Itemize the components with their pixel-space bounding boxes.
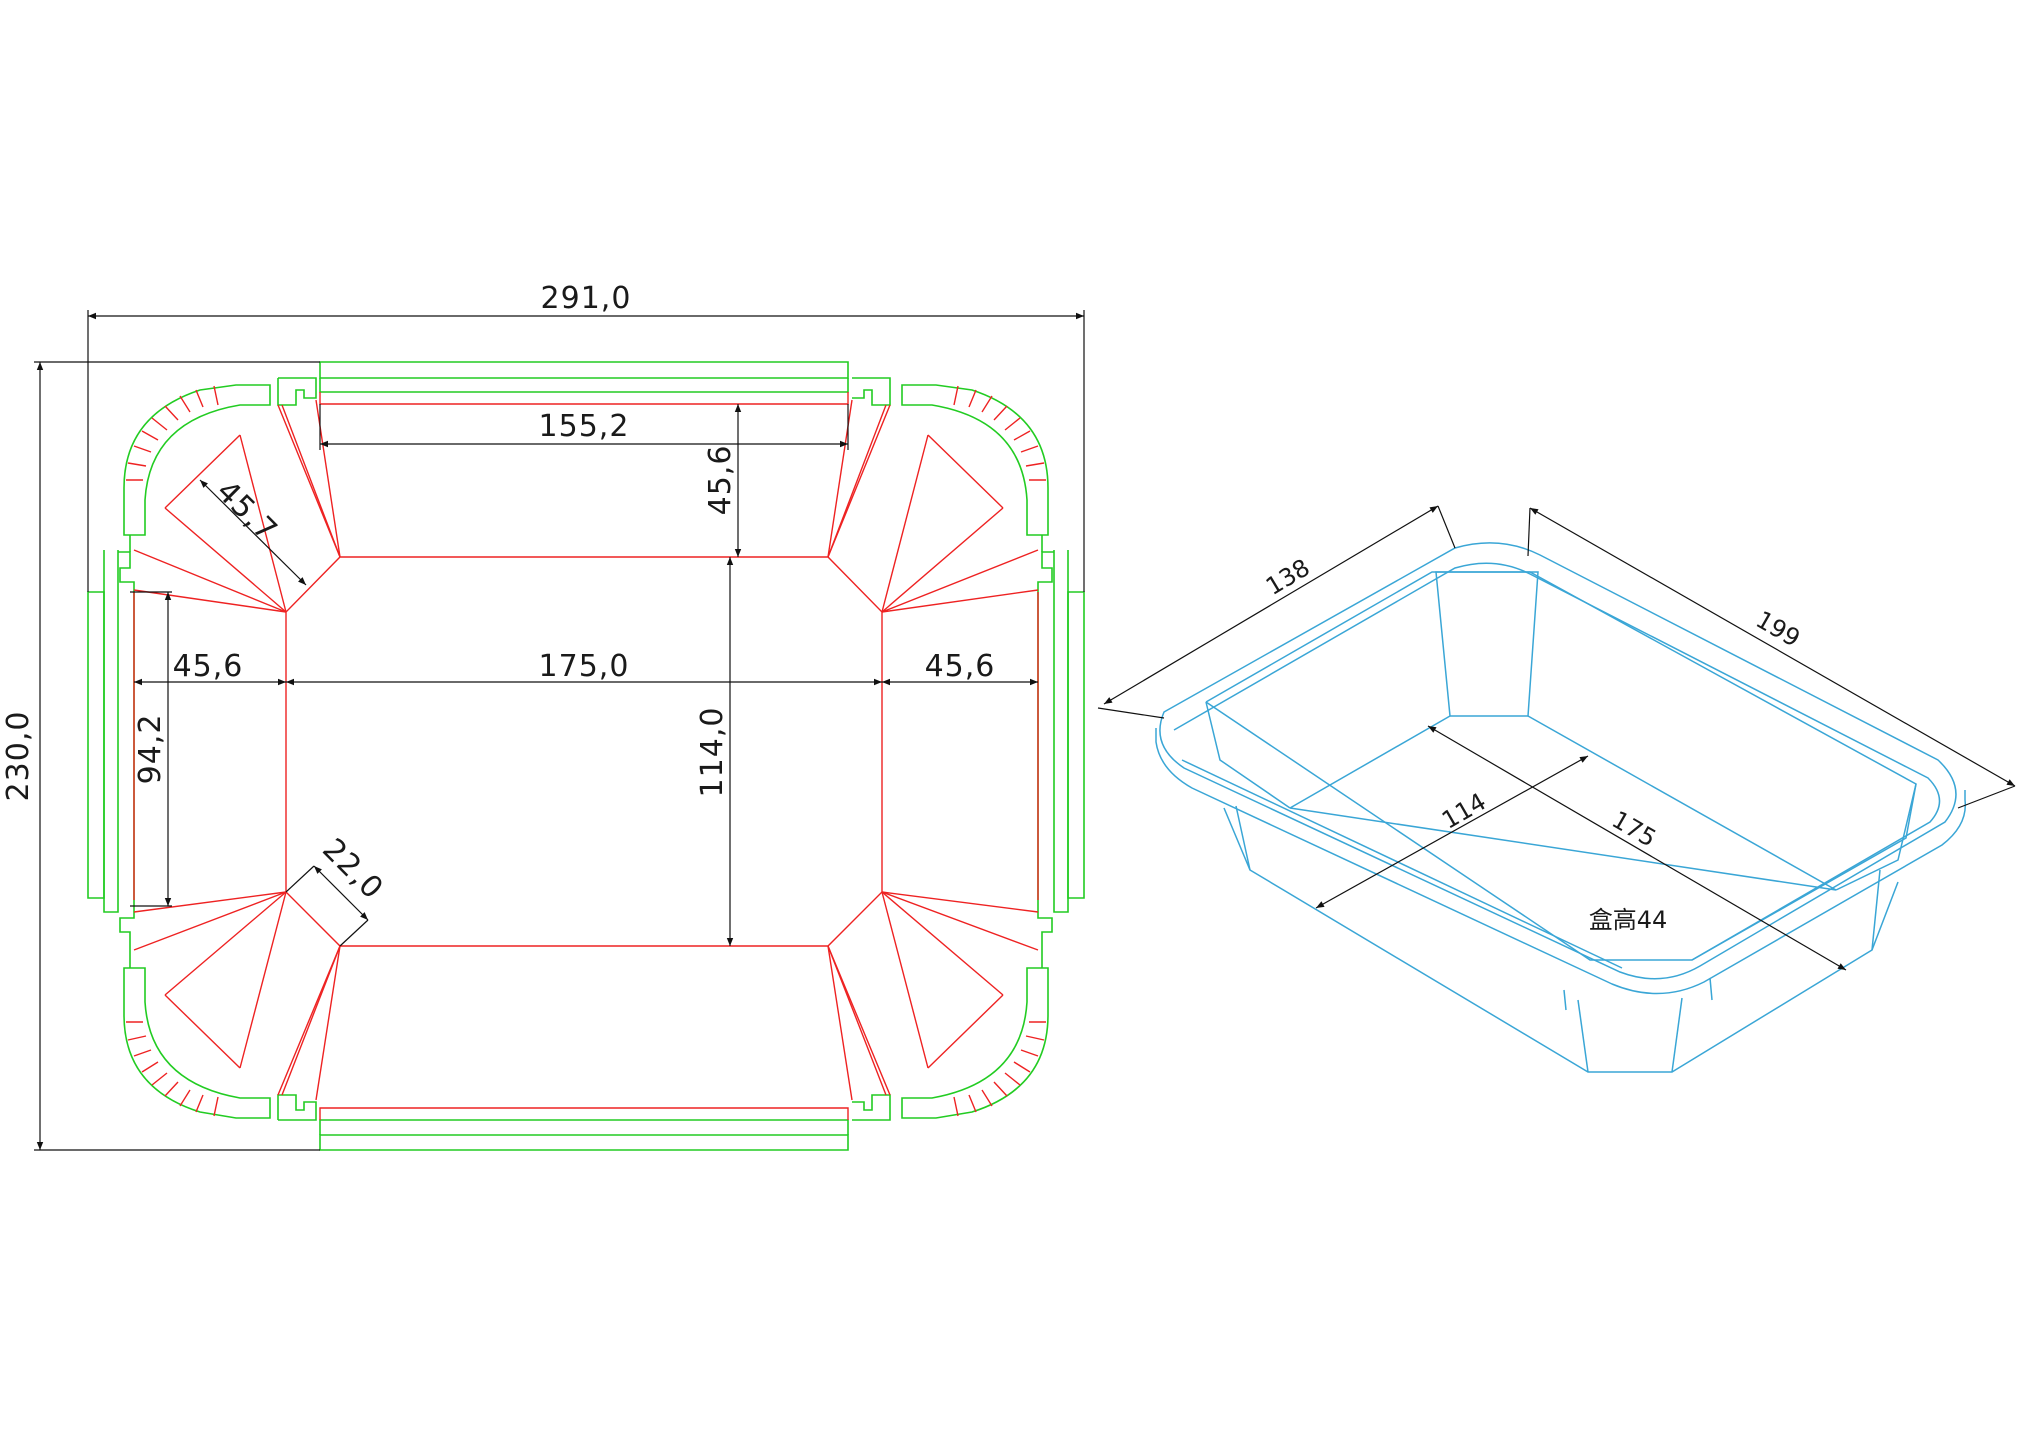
dim-left-flap-width: 45,6 xyxy=(173,649,244,684)
dimension-lines xyxy=(34,310,1085,1151)
dim-overall-width: 291,0 xyxy=(541,281,632,316)
box-height-label: 盒高44 xyxy=(1589,906,1668,934)
isometric-tray: 138 199 114 175 盒高44 xyxy=(1097,505,2016,1073)
dim-left-side-length: 94,2 xyxy=(133,714,168,785)
dim-overall-height: 230,0 xyxy=(1,711,36,802)
flat-pattern: 291,0 230,0 155,2 45,6 45,7 45,6 175,0 4… xyxy=(1,281,1085,1151)
iso-dimension-lines xyxy=(1097,505,2016,971)
fold-lines xyxy=(126,385,1046,1120)
dim-base-height: 114,0 xyxy=(695,707,730,798)
dim-right-flap-width: 45,6 xyxy=(925,649,996,684)
dim-corner-diagonal: 45,7 xyxy=(209,474,284,549)
iso-dim-138: 138 xyxy=(1261,553,1315,601)
dim-base-width: 175,0 xyxy=(539,649,630,684)
dim-corner-chamfer: 22,0 xyxy=(315,832,390,907)
dim-top-flap-depth: 45,6 xyxy=(703,445,738,516)
iso-dim-114: 114 xyxy=(1437,787,1491,834)
cut-outline xyxy=(87,361,1085,1151)
iso-dim-199: 199 xyxy=(1751,605,1805,652)
dim-top-inner-width: 155,2 xyxy=(539,409,630,444)
